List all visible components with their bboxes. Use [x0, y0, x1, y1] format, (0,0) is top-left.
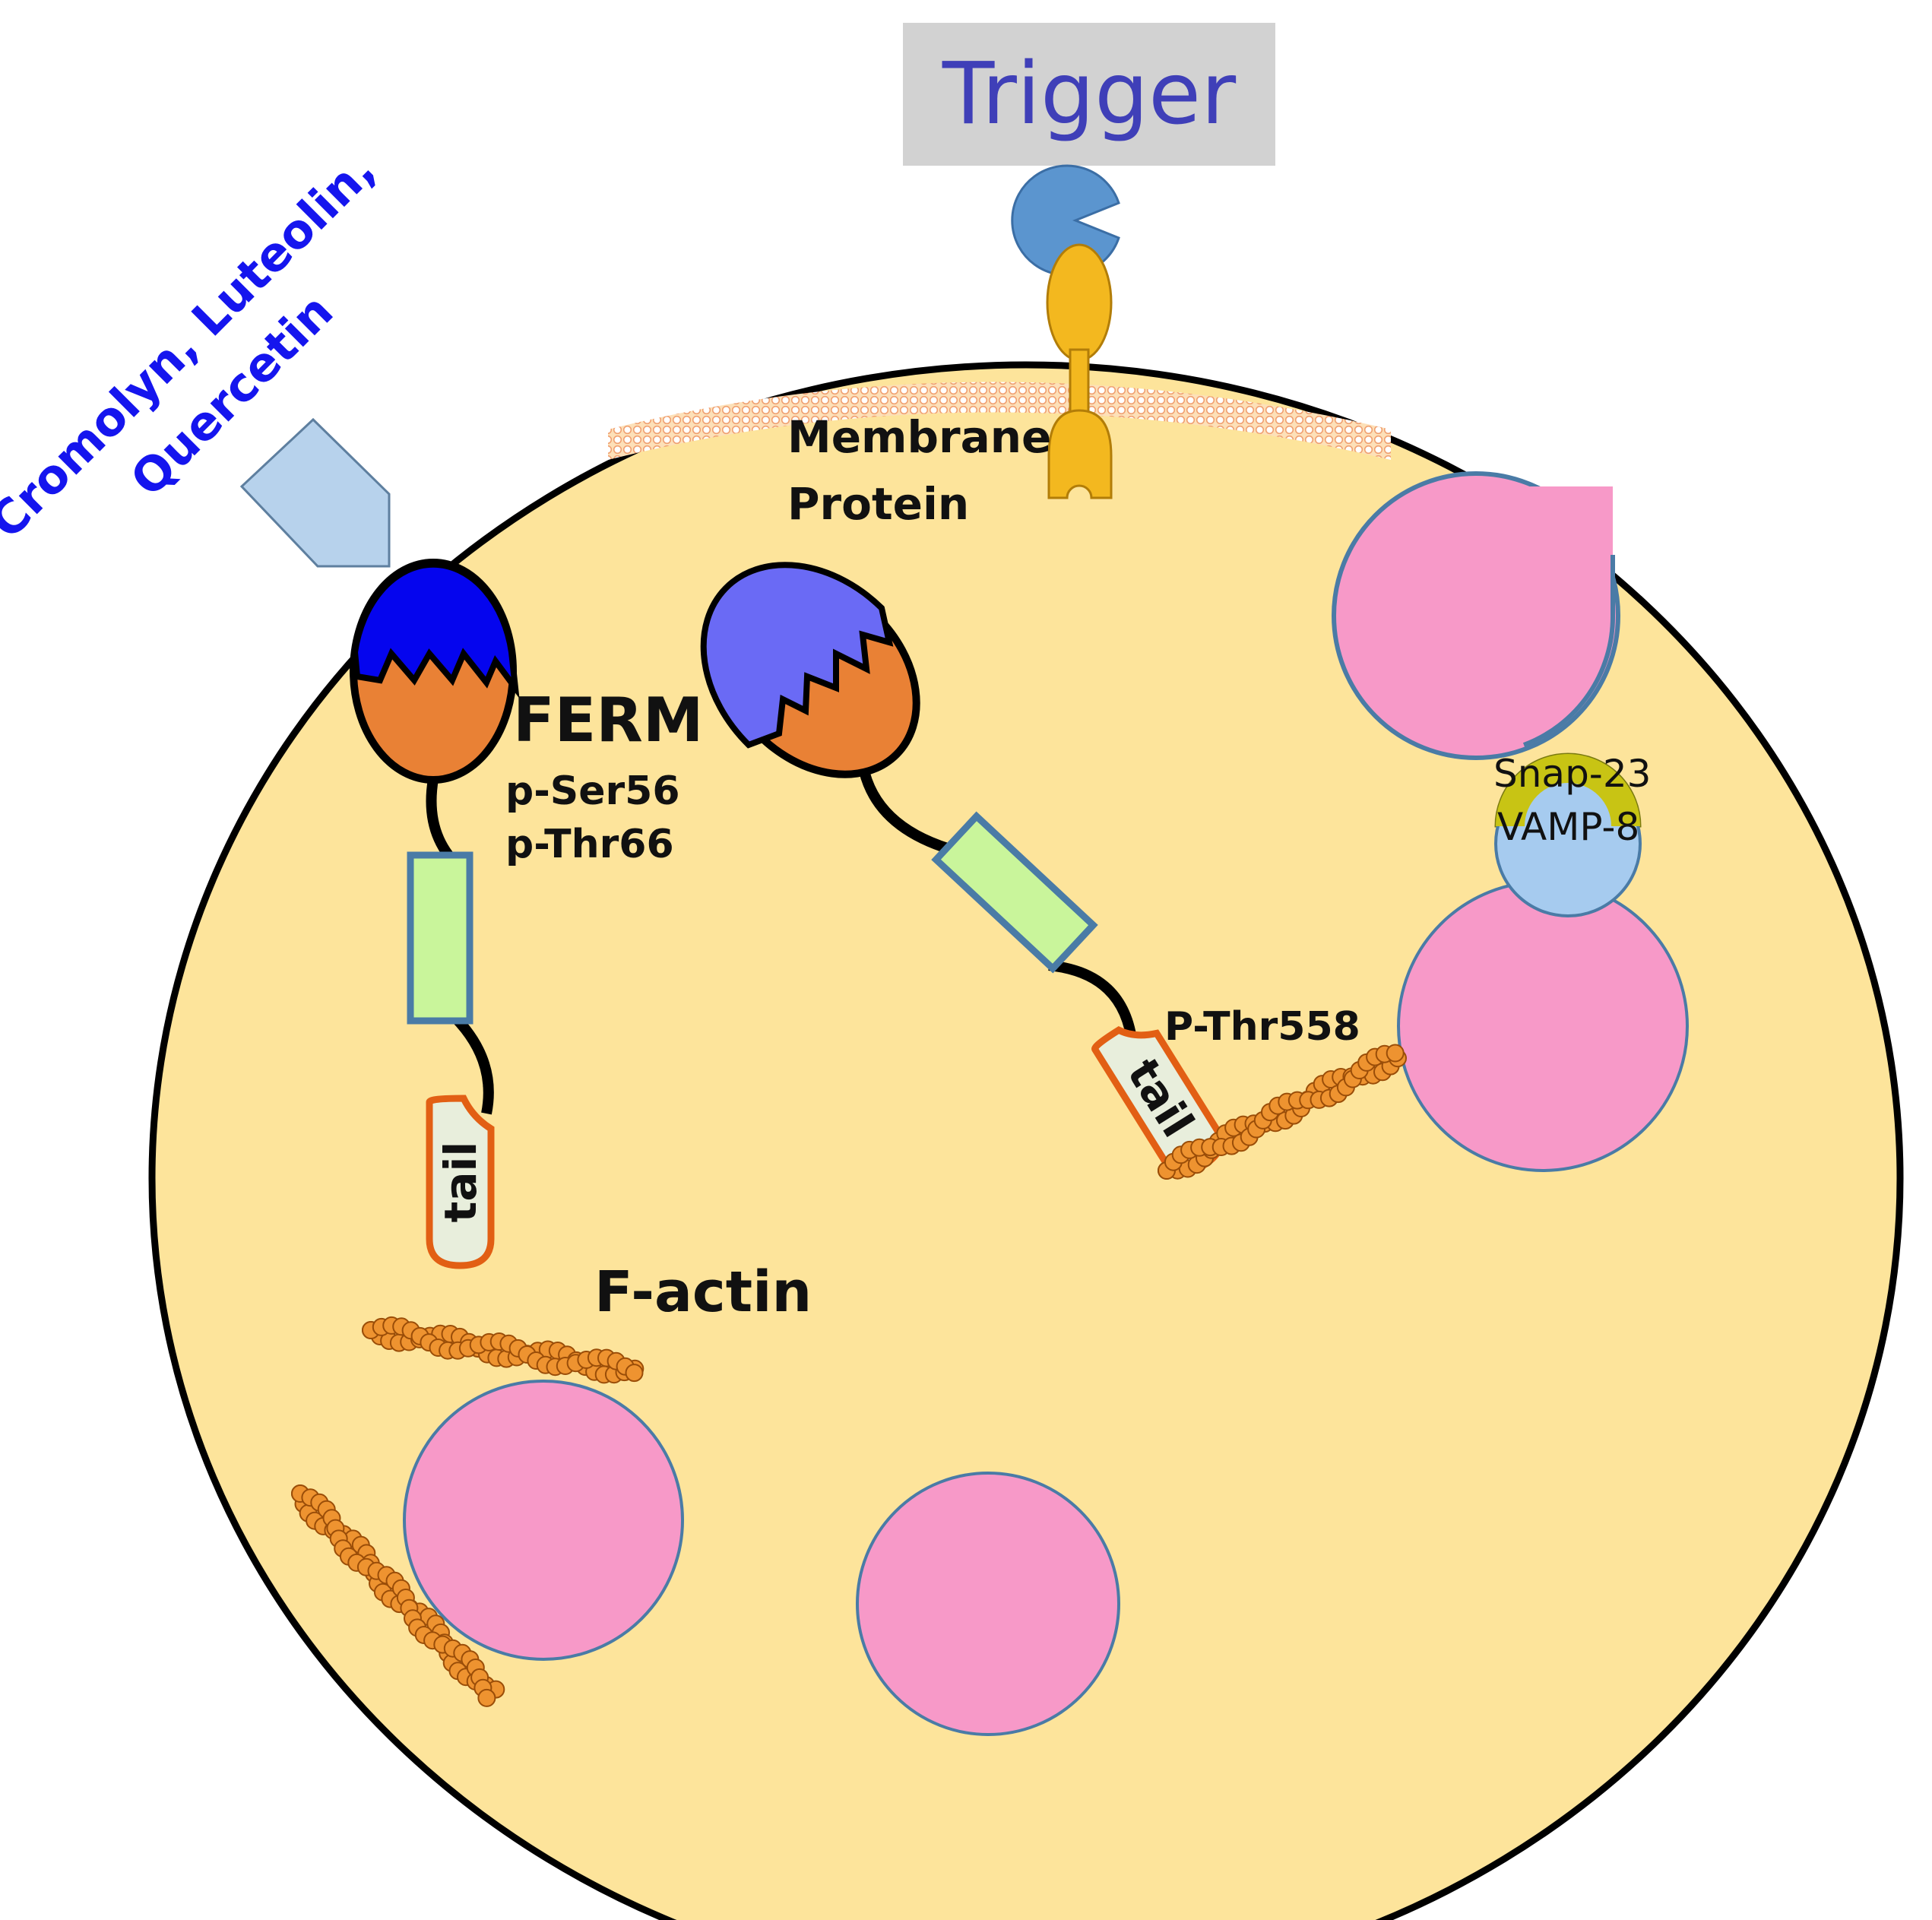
- actin-bead: [477, 1688, 496, 1707]
- linker-mid-2: [1048, 960, 1138, 1046]
- tail-left-label: tail: [435, 1142, 486, 1223]
- ferm-cap-mid: [700, 562, 894, 749]
- ezrin-inactive: tail: [350, 559, 520, 1269]
- trigger-box: Trigger: [903, 23, 1275, 166]
- linker-box-left: [407, 851, 473, 1025]
- actin-filament-lower-left: [291, 1484, 505, 1707]
- ferm-site1: p-Ser56: [505, 768, 680, 814]
- ferm-cap-left: [351, 561, 520, 699]
- granule-lower-left: [403, 1380, 684, 1661]
- phospho-label: P-Thr558: [1164, 1004, 1360, 1050]
- trigger-label: Trigger: [942, 45, 1237, 144]
- tail-left-shape: [426, 1095, 495, 1269]
- linker-mid-1: [857, 762, 959, 857]
- granule-lower-middle: [856, 1472, 1120, 1736]
- snap23-top: [1496, 754, 1640, 826]
- snare-complex: [1494, 752, 1642, 917]
- vamp8-label: VAMP-8: [1497, 805, 1639, 849]
- linker-box-mid: [931, 811, 1098, 974]
- factin-label: F-actin: [594, 1259, 812, 1325]
- linker-left-1: [426, 778, 453, 859]
- granule-right: [1397, 880, 1689, 1172]
- actin-filaments: [291, 1044, 1407, 1707]
- membrane-protein-label-2: Protein: [787, 478, 969, 530]
- ezrin-active: tail: [700, 562, 1224, 1177]
- membrane-protein-line1: Membrane: [787, 411, 1051, 463]
- granule-docking: [1332, 471, 1620, 760]
- actin-filament-right: [1158, 1044, 1407, 1180]
- membrane-protein-label: Membrane: [787, 411, 1051, 463]
- membrane-protein-line2: Protein: [787, 478, 969, 530]
- inhibitor-arrow: [239, 417, 391, 568]
- membrane-receptor: [1046, 243, 1113, 499]
- ferm-site2: p-Thr66: [505, 822, 674, 867]
- lipid-bilayer: [608, 382, 1391, 460]
- actin-bead: [1386, 1044, 1405, 1063]
- snap23-label: Snap-23: [1493, 752, 1651, 796]
- actin-filament-upper-left: [362, 1316, 645, 1384]
- ferm-label: FERM: [513, 685, 704, 756]
- actin-bead: [625, 1364, 644, 1383]
